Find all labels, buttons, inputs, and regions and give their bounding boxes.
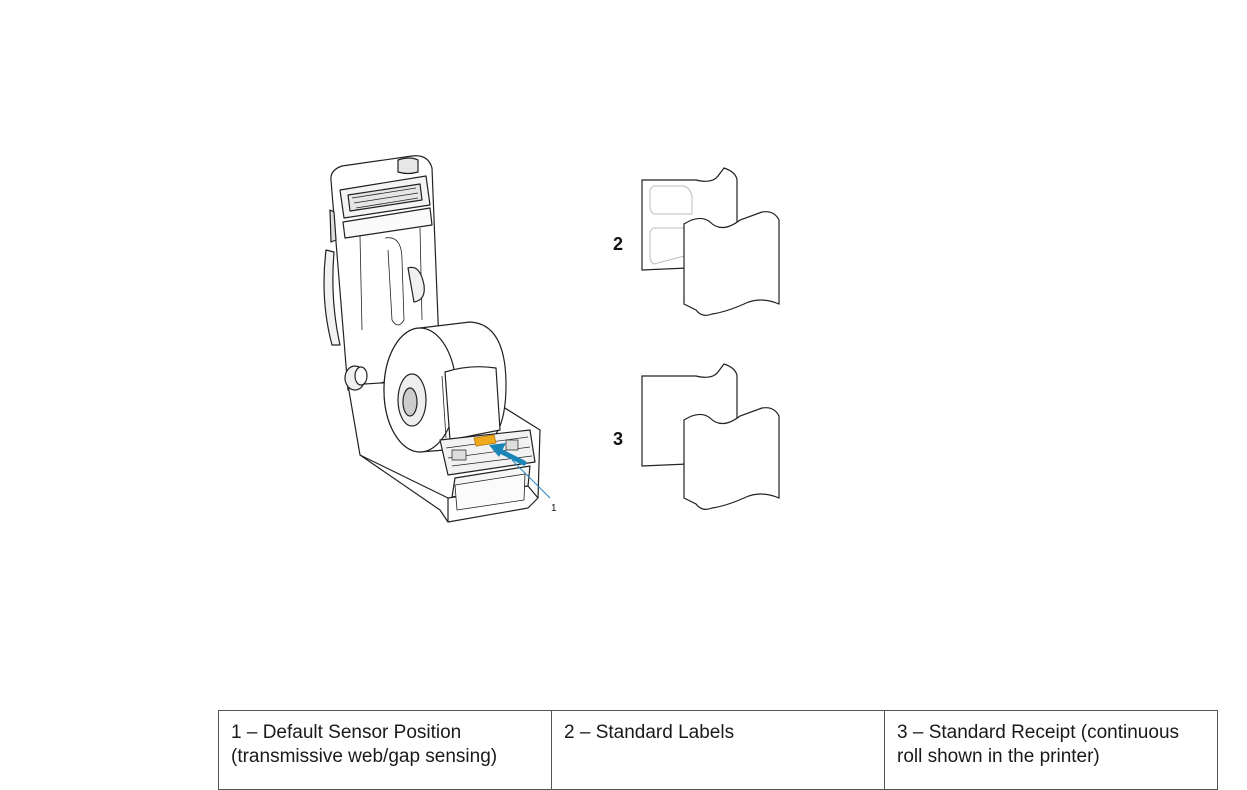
callout-1-leader: [511, 459, 551, 499]
legend-cell-standard-receipt: 3 – Standard Receipt (continuous roll sh…: [884, 710, 1218, 790]
legend-cell-standard-labels: 2 – Standard Labels: [551, 710, 885, 790]
standard-receipt-drawing: [641, 363, 780, 510]
legend-table: 1 – Default Sensor Position (transmissiv…: [218, 710, 1218, 790]
callout-2-number: 2: [613, 234, 623, 254]
printer-media-illustration: 1 2 3: [323, 155, 780, 523]
callout-1-number: 1: [551, 503, 557, 514]
legend-row: 1 – Default Sensor Position (transmissiv…: [218, 710, 1218, 790]
legend-cell-sensor-position: 1 – Default Sensor Position (transmissiv…: [218, 710, 552, 790]
printer-drawing: [323, 155, 541, 523]
standard-labels-drawing: [641, 167, 780, 316]
sensor-highlight: [473, 434, 497, 447]
callout-3-number: 3: [613, 429, 623, 449]
sensor-arrow: [489, 443, 527, 466]
